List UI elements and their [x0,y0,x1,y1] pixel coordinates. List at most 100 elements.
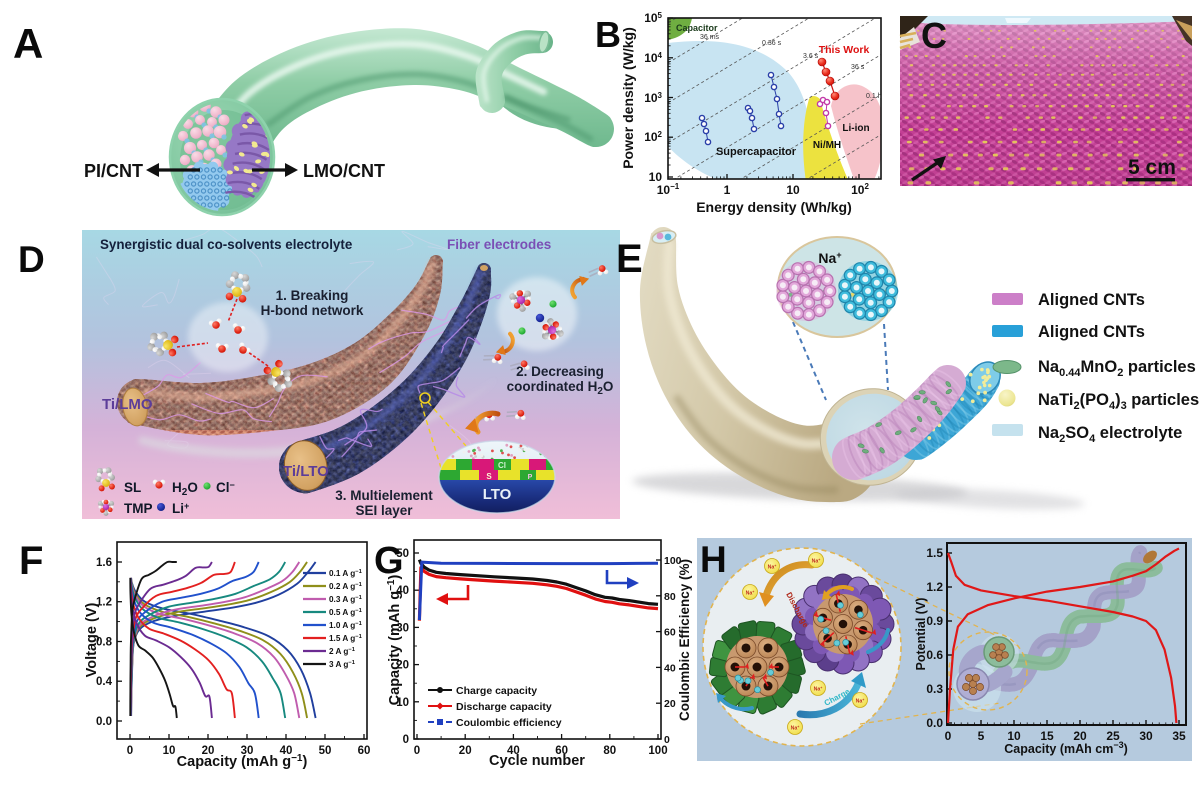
svg-text:Capacity (mAh g−1): Capacity (mAh g−1) [386,575,403,706]
svg-text:Na+: Na+ [812,558,821,565]
svg-text:1.5 A g−1: 1.5 A g−1 [329,634,363,643]
svg-text:0: 0 [127,745,133,757]
svg-text:Coulombic Efficiency (%): Coulombic Efficiency (%) [677,559,692,721]
svg-text:Potential (V): Potential (V) [914,598,928,671]
svg-text:Power density (W/kg): Power density (W/kg) [620,27,636,169]
svg-text:0.9: 0.9 [926,614,943,628]
svg-text:P: P [528,474,533,481]
svg-text:80: 80 [603,745,616,757]
svg-text:0: 0 [945,729,952,743]
svg-text:Na+: Na+ [746,590,755,597]
svg-text:Li-ion: Li-ion [842,123,869,134]
svg-text:60: 60 [358,745,371,757]
svg-text:Synergistic dual co-solvents e: Synergistic dual co-solvents electrolyte [100,237,352,252]
svg-text:0: 0 [664,734,670,746]
svg-text:0.36 s: 0.36 s [762,40,782,47]
svg-text:40: 40 [396,585,409,597]
svg-text:3 A g−1: 3 A g−1 [329,660,356,669]
svg-text:20: 20 [202,745,215,757]
svg-text:36 ms: 36 ms [700,34,720,41]
svg-text:0: 0 [414,745,420,757]
svg-text:Ni/MH: Ni/MH [813,140,841,151]
svg-text:30: 30 [396,622,409,634]
svg-text:100: 100 [648,745,667,757]
svg-text:100: 100 [664,555,682,567]
svg-text:Cycle number: Cycle number [489,753,585,769]
svg-text:coordinated H2O: coordinated H2O [507,379,614,397]
svg-text:0.0: 0.0 [96,716,112,728]
svg-text:S: S [486,472,492,481]
svg-text:Capacity (mAh g−1): Capacity (mAh g−1) [177,753,308,770]
svg-text:SL: SL [124,480,141,495]
svg-text:30: 30 [1139,729,1153,743]
svg-text:G: G [374,540,404,582]
svg-text:Aligned CNTs: Aligned CNTs [1038,291,1145,309]
svg-text:D: D [18,239,45,280]
svg-text:1: 1 [724,183,731,197]
svg-text:F: F [19,539,43,583]
svg-text:Na+: Na+ [818,250,841,266]
svg-text:C: C [921,15,947,56]
svg-text:0.5 A g−1: 0.5 A g−1 [329,608,363,617]
svg-text:Aligned CNTs: Aligned CNTs [1038,323,1145,341]
svg-text:This Work: This Work [819,44,870,56]
svg-text:0.1 A g−1: 0.1 A g−1 [329,569,363,578]
svg-text:60: 60 [555,745,568,757]
svg-text:20: 20 [1073,729,1087,743]
svg-text:0.8: 0.8 [96,637,113,649]
svg-text:1. Breaking: 1. Breaking [276,288,349,303]
svg-text:0.3 A g−1: 0.3 A g−1 [329,595,363,604]
svg-text:3. Multielement: 3. Multielement [335,488,433,503]
svg-text:5: 5 [978,729,985,743]
svg-text:60: 60 [664,627,676,639]
svg-text:10: 10 [649,170,663,184]
svg-text:B: B [595,14,621,55]
svg-text:40: 40 [664,662,676,674]
svg-text:50: 50 [319,745,332,757]
svg-text:Capacity (mAh cm−3): Capacity (mAh cm−3) [1004,740,1128,756]
svg-text:PI/CNT: PI/CNT [84,161,143,181]
svg-text:Energy density (Wh/kg): Energy density (Wh/kg) [696,199,852,215]
svg-text:40: 40 [280,745,293,757]
svg-text:35: 35 [1172,729,1186,743]
svg-text:20: 20 [459,745,472,757]
svg-text:Coulombic efficiency: Coulombic efficiency [456,717,562,729]
svg-text:Na+: Na+ [791,725,800,732]
svg-text:Na+: Na+ [856,698,865,705]
svg-text:1.5: 1.5 [926,546,943,560]
svg-text:Na+: Na+ [814,686,823,693]
svg-text:0.2 A g−1: 0.2 A g−1 [329,582,363,591]
svg-text:50: 50 [396,548,409,560]
svg-text:40: 40 [507,745,520,757]
svg-text:LTO: LTO [483,486,512,503]
svg-text:20: 20 [664,698,676,710]
svg-text:5 cm: 5 cm [1128,156,1176,179]
svg-text:20: 20 [396,660,409,672]
svg-text:0.6: 0.6 [926,648,943,662]
svg-text:LMO/CNT: LMO/CNT [303,161,385,181]
svg-text:10: 10 [1007,729,1021,743]
svg-text:H: H [700,539,727,580]
svg-text:Supercapacitor: Supercapacitor [716,146,797,158]
svg-text:Ti/LTO: Ti/LTO [283,463,329,480]
svg-text:2 A g−1: 2 A g−1 [329,647,356,656]
svg-text:E: E [616,237,643,281]
svg-text:Charge capacity: Charge capacity [456,685,537,697]
svg-text:0.0: 0.0 [926,716,943,730]
svg-text:3.6 s: 3.6 s [803,53,819,60]
svg-text:Na+: Na+ [768,564,777,571]
svg-text:10: 10 [786,183,800,197]
svg-text:SEI layer: SEI layer [355,503,413,518]
svg-text:15: 15 [1040,729,1054,743]
svg-text:10: 10 [163,745,176,757]
svg-text:Ti/LMO: Ti/LMO [102,396,153,413]
svg-text:TMP: TMP [124,501,153,516]
svg-text:0.3: 0.3 [926,682,943,696]
svg-text:0.1 h: 0.1 h [866,93,882,100]
svg-text:80: 80 [664,591,676,603]
svg-text:2. Decreasing: 2. Decreasing [516,364,604,379]
svg-text:1.0 A g−1: 1.0 A g−1 [329,621,363,630]
svg-text:A: A [13,20,43,67]
svg-text:Capacitor: Capacitor [676,23,718,33]
svg-text:25: 25 [1106,729,1120,743]
